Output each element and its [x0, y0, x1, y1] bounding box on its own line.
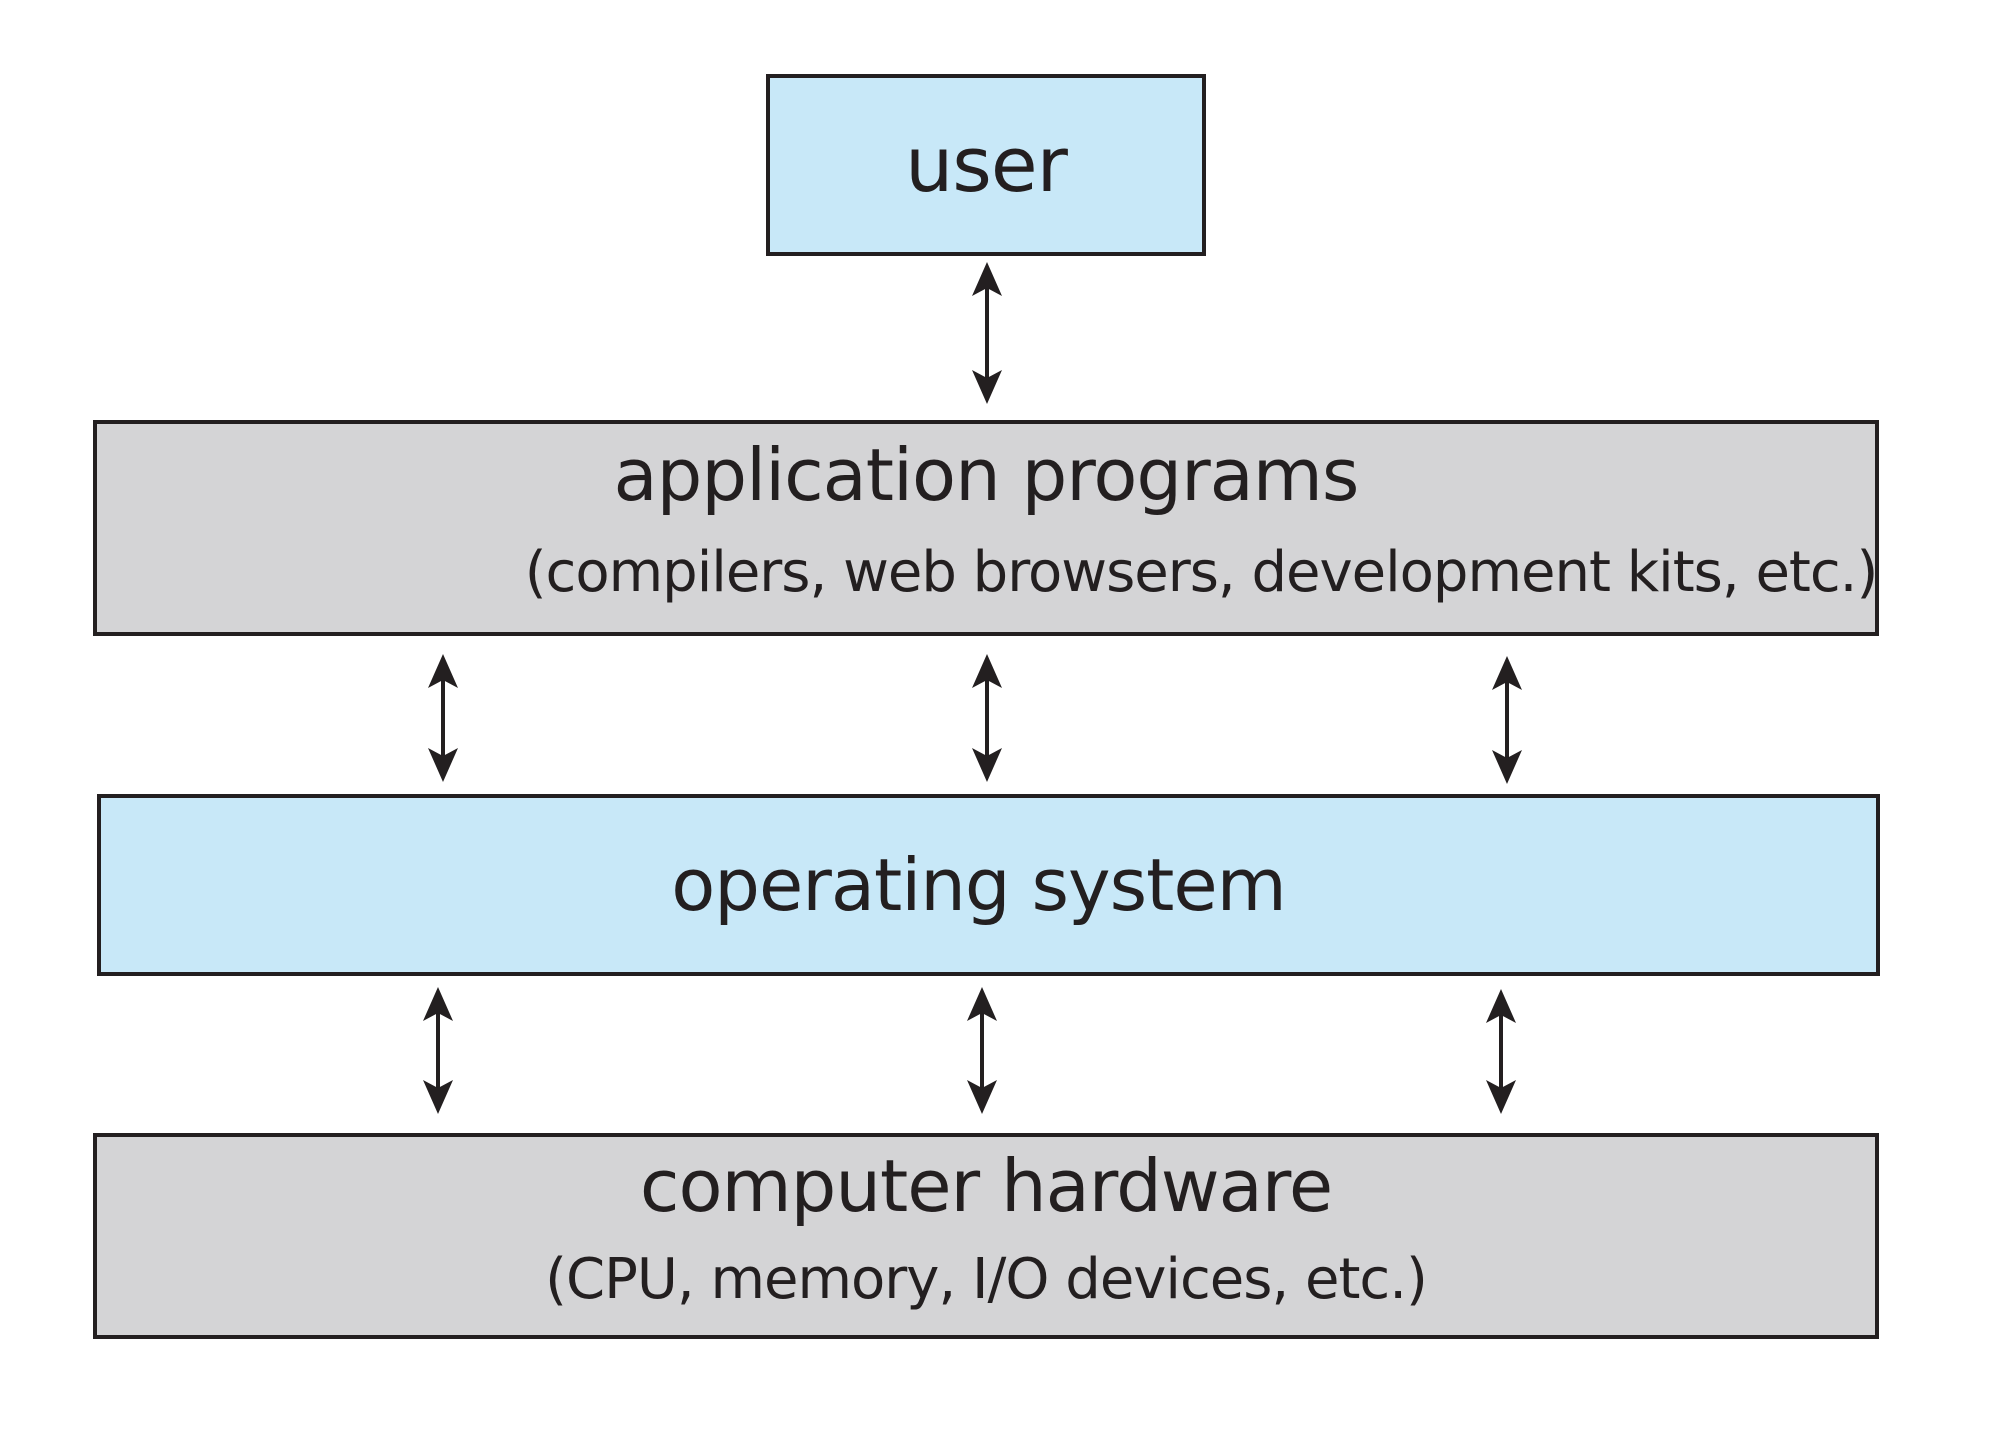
- computer-hardware-examples: (CPU, memory, I/O devices, etc.): [545, 1246, 1428, 1312]
- computer-hardware-label: computer hardware: [639, 1144, 1333, 1228]
- application-programs-label: application programs: [613, 433, 1360, 517]
- operating-system-label: operating system: [671, 842, 1287, 927]
- arrow-applications-to-os-left: [428, 654, 458, 782]
- arrow-applications-to-os-center: [972, 654, 1002, 782]
- operating-system-box: operating system: [97, 794, 1880, 976]
- application-programs-box: application programs (compilers, web bro…: [93, 420, 1879, 636]
- arrow-os-to-hardware-right: [1486, 989, 1516, 1114]
- arrow-applications-to-os-right: [1492, 656, 1522, 784]
- arrow-user-to-applications: [972, 262, 1002, 404]
- computer-hardware-box: computer hardware (CPU, memory, I/O devi…: [93, 1133, 1879, 1339]
- user-label: user: [905, 120, 1068, 210]
- user-box: user: [766, 74, 1206, 256]
- arrow-os-to-hardware-center: [967, 987, 997, 1114]
- application-programs-examples: (compilers, web browsers, development ki…: [524, 539, 1879, 605]
- arrow-os-to-hardware-left: [423, 987, 453, 1114]
